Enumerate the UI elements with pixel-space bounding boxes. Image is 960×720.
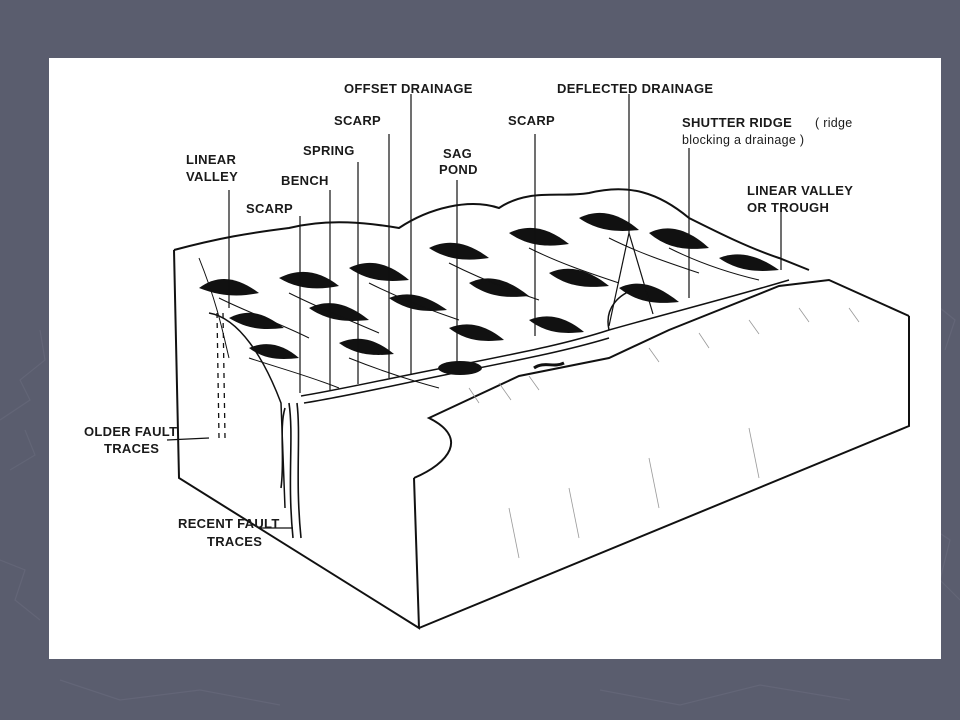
sag-pond: [438, 361, 482, 375]
label-recent-fault-2: TRACES: [207, 534, 262, 549]
fault-zone: [300, 279, 790, 404]
label-linear-trough-2: OR TROUGH: [747, 200, 829, 215]
leader-lines: [166, 94, 782, 529]
label-deflected-drainage: DEFLECTED DRAINAGE: [557, 81, 713, 96]
label-scarp-left: SCARP: [246, 201, 293, 216]
label-linear-valley-1: LINEAR: [186, 152, 236, 167]
label-spring: SPRING: [303, 143, 355, 158]
mountain-terrain: [199, 212, 779, 359]
fault-block-diagram: OFFSET DRAINAGE DEFLECTED DRAINAGE SCARP…: [84, 81, 910, 630]
label-older-fault-1: OLDER FAULT: [84, 424, 177, 439]
label-scarp-right: SCARP: [508, 113, 555, 128]
label-offset-drainage: OFFSET DRAINAGE: [344, 81, 473, 96]
diagram-labels: OFFSET DRAINAGE DEFLECTED DRAINAGE SCARP…: [84, 81, 853, 549]
deflected-drainage-channel: [607, 287, 640, 331]
label-sag-pond-1: SAG: [443, 146, 472, 161]
label-bench: BENCH: [281, 173, 329, 188]
label-linear-valley-2: VALLEY: [186, 169, 238, 184]
label-linear-trough-1: LINEAR VALLEY: [747, 183, 853, 198]
label-shutter-ridge-paren: ( ridge: [815, 116, 853, 130]
left-face-profile: [208, 312, 286, 509]
label-recent-fault-1: RECENT FAULT: [178, 516, 280, 531]
older-fault-traces: [216, 312, 226, 439]
surface-feature: [533, 361, 565, 370]
label-shutter-ridge-1: SHUTTER RIDGE: [682, 115, 792, 130]
label-sag-pond-2: POND: [439, 162, 478, 177]
label-older-fault-2: TRACES: [104, 441, 159, 456]
label-scarp-upper: SCARP: [334, 113, 381, 128]
surface-streaks: [468, 307, 860, 559]
label-shutter-ridge-2: blocking a drainage ): [682, 133, 804, 147]
diagram-panel: OFFSET DRAINAGE DEFLECTED DRAINAGE SCARP…: [49, 58, 941, 659]
